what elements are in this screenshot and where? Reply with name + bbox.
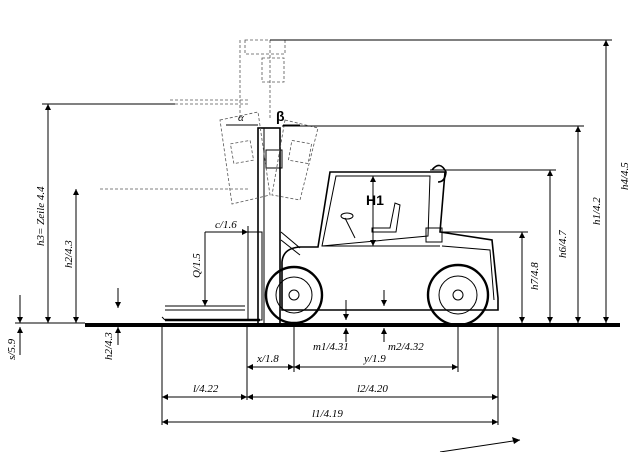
label-h3: h3= Zeile 4.4	[35, 186, 47, 246]
dimension-lines-right	[270, 39, 612, 323]
label-h2: h2/4.3	[63, 240, 75, 268]
label-h2-lower: h2/4.3	[103, 332, 115, 360]
label-h4: h4/4.5	[619, 162, 631, 190]
tilted-mast-ghost	[219, 111, 319, 205]
ground-line	[85, 323, 620, 327]
mast	[247, 127, 301, 325]
raised-forks-ghost	[100, 39, 286, 190]
label-h7: h7/4.8	[529, 262, 541, 290]
label-s: s/5.9	[6, 338, 18, 360]
label-beta: β	[276, 108, 285, 124]
label-y: y/1.9	[363, 353, 386, 365]
label-l2: l2/4.20	[357, 383, 388, 395]
front-wheel	[264, 265, 324, 325]
label-h6: h6/4.7	[557, 230, 569, 258]
label-m2: m2/4.32	[388, 341, 424, 353]
label-c: c/1.6	[215, 219, 237, 231]
dimension-lines-bottom	[161, 327, 521, 452]
label-l1: l1/4.19	[312, 408, 343, 420]
label-Q: Q/1.5	[191, 253, 203, 278]
label-h1: h1/4.2	[591, 197, 603, 225]
lowered-forks	[161, 305, 260, 322]
label-alpha: α	[238, 112, 244, 124]
rear-wheel	[426, 263, 490, 327]
label-H1: H1	[366, 192, 384, 208]
truck-body	[281, 164, 499, 311]
label-l: l/4.22	[193, 383, 219, 395]
label-x: x/1.8	[256, 353, 279, 365]
dimension-lines-left	[17, 103, 387, 355]
label-m1: m1/4.31	[313, 341, 349, 353]
